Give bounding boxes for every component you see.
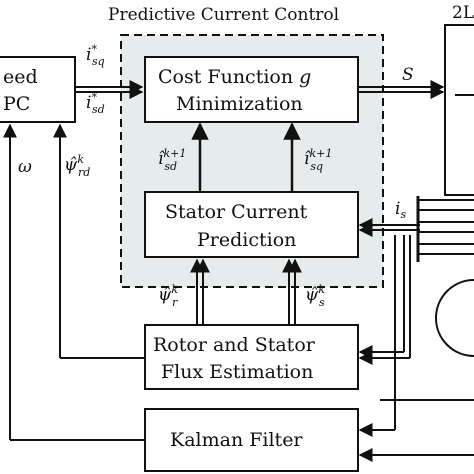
inverter-label: 2L — [452, 3, 474, 23]
speed-mpc-line2: PC — [3, 93, 30, 115]
flux-estimation-line1: Rotor and Stator — [153, 334, 316, 356]
is-measured-label: is — [395, 199, 406, 221]
kalman-filter-label: Kalman Filter — [170, 429, 303, 451]
speed-mpc-line1: eed — [3, 66, 38, 88]
cost-function-line2: Minimization — [176, 93, 303, 115]
stator-prediction-line2: Prediction — [197, 229, 296, 251]
cost-function-block — [144, 56, 359, 123]
omega-label: ω — [18, 157, 32, 177]
flux-estimation-block — [144, 324, 359, 390]
kalman-filter-block — [144, 408, 359, 472]
isd-ref-label: i*sd — [86, 91, 105, 116]
switching-state-label: S — [402, 65, 414, 85]
isq-ref-label: i*sq — [86, 43, 105, 68]
stator-prediction-block — [144, 191, 359, 258]
group-title: Predictive Current Control — [108, 5, 339, 25]
speed-mpc-block — [0, 56, 76, 123]
cost-function-line1: Cost Function g — [158, 66, 311, 88]
stator-prediction-line1: Stator Current — [165, 201, 308, 223]
inverter-block — [444, 24, 474, 196]
motor-symbol — [435, 279, 474, 357]
flux-estimation-line2: Flux Estimation — [161, 361, 313, 383]
